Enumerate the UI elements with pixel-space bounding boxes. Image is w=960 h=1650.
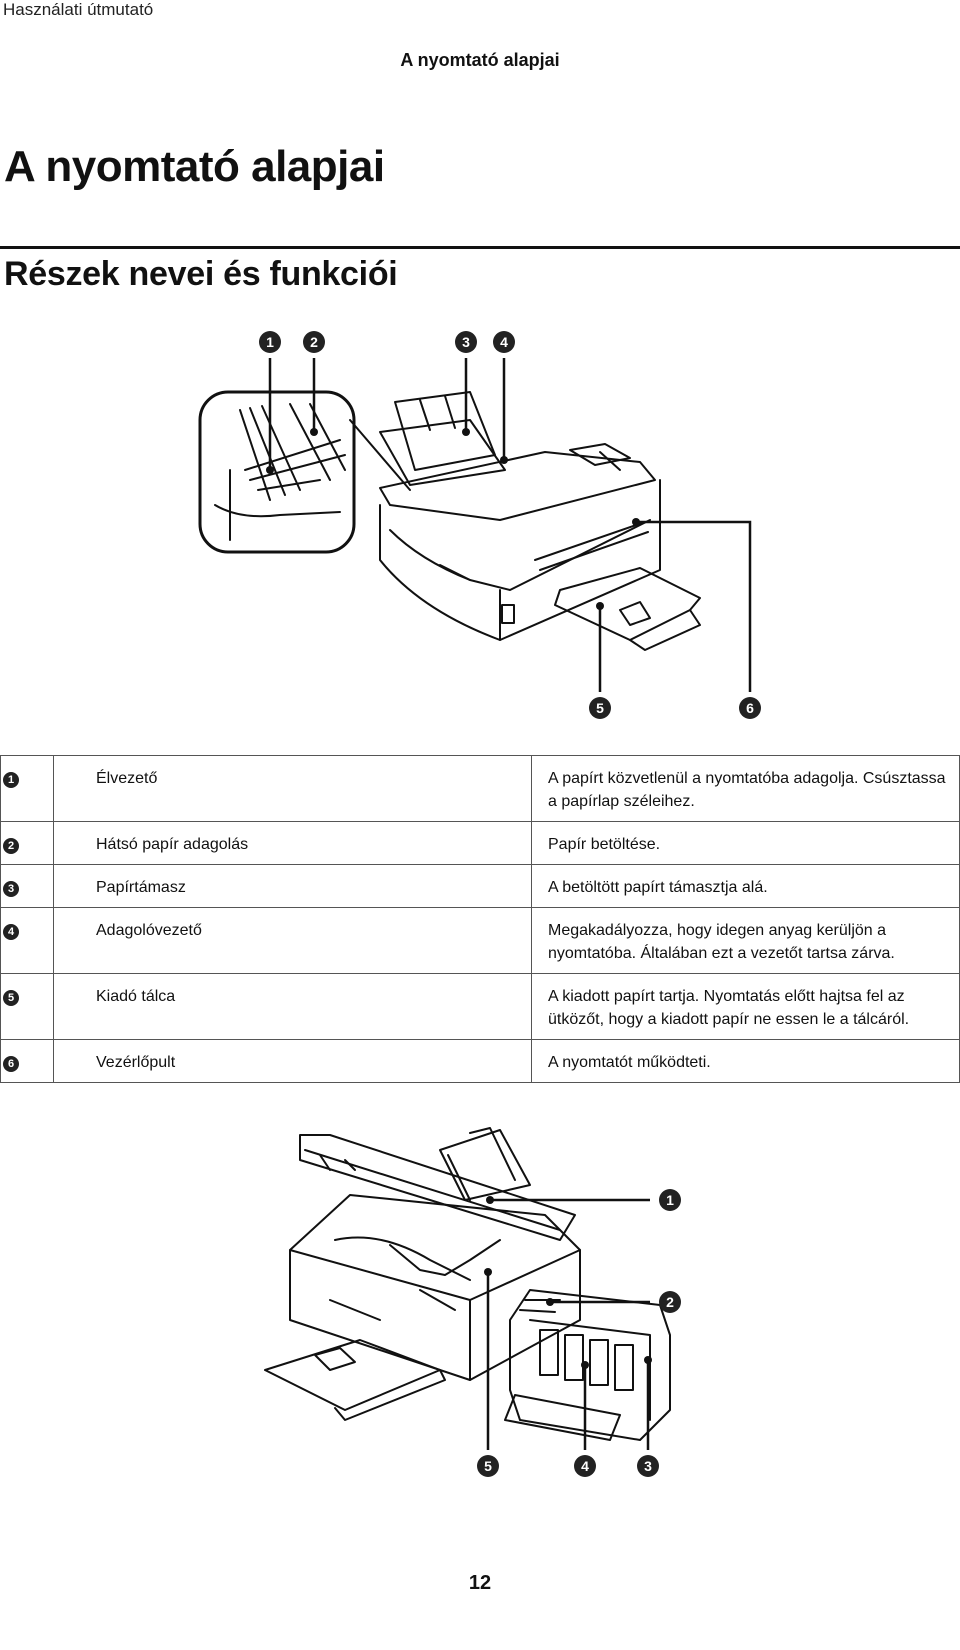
part-name: Hátsó papír adagolás — [53, 821, 532, 865]
callout-3: 3 — [637, 1455, 659, 1477]
table-row: 4 Adagolóvezető Megakadályozza, hogy ide… — [0, 907, 960, 974]
callout-1: 1 — [259, 331, 281, 353]
part-name: Adagolóvezető — [53, 907, 532, 974]
callout-2: 2 — [303, 331, 325, 353]
table-row: 1 Élvezető A papírt közvetlenül a nyomta… — [0, 755, 960, 822]
part-description: A papírt közvetlenül a nyomtatóba adagol… — [531, 755, 960, 822]
part-number: 5 — [3, 990, 19, 1006]
svg-text:6: 6 — [746, 700, 754, 716]
part-number: 3 — [3, 881, 19, 897]
part-number: 2 — [3, 838, 19, 854]
part-number: 4 — [3, 924, 19, 940]
table-row: 3 Papírtámasz A betöltött papírt támaszt… — [0, 864, 960, 908]
part-description: Papír betöltése. — [531, 821, 960, 865]
part-name: Papírtámasz — [53, 864, 532, 908]
parts-table: 1 Élvezető A papírt közvetlenül a nyomta… — [0, 755, 960, 1083]
part-name: Vezérlőpult — [53, 1039, 532, 1083]
document-title: Használati útmutató — [3, 0, 154, 19]
part-description: A nyomtatót működteti. — [531, 1039, 960, 1083]
subheading: Részek nevei és funkciói — [4, 255, 398, 293]
svg-text:4: 4 — [500, 334, 508, 350]
svg-text:5: 5 — [484, 1458, 492, 1474]
part-description: Megakadályozza, hogy idegen anyag kerülj… — [531, 907, 960, 974]
svg-text:3: 3 — [644, 1458, 652, 1474]
callout-5: 5 — [589, 697, 611, 719]
svg-text:3: 3 — [462, 334, 470, 350]
part-number: 1 — [3, 772, 19, 788]
svg-text:4: 4 — [581, 1458, 589, 1474]
svg-text:2: 2 — [666, 1294, 674, 1310]
svg-text:1: 1 — [666, 1192, 674, 1208]
table-row: 6 Vezérlőpult A nyomtatót működteti. — [0, 1039, 960, 1083]
part-name: Kiadó tálca — [53, 973, 532, 1040]
svg-text:2: 2 — [310, 334, 318, 350]
part-number: 6 — [3, 1056, 19, 1072]
heading-rule — [0, 246, 960, 249]
callout-1: 1 — [659, 1189, 681, 1211]
callout-3: 3 — [455, 331, 477, 353]
callout-5: 5 — [477, 1455, 499, 1477]
table-row: 2 Hátsó papír adagolás Papír betöltése. — [0, 821, 960, 865]
part-description: A betöltött papírt támasztja alá. — [531, 864, 960, 908]
printer-interior-illustration: 1 2 3 4 5 — [264, 1127, 681, 1477]
svg-text:1: 1 — [266, 334, 274, 350]
svg-text:5: 5 — [596, 700, 604, 716]
table-row: 5 Kiadó tálca A kiadott papírt tartja. N… — [0, 973, 960, 1040]
section-header: A nyomtató alapjai — [400, 50, 560, 70]
part-name: Élvezető — [53, 755, 532, 822]
page-heading: A nyomtató alapjai — [4, 142, 385, 191]
callout-4: 4 — [493, 331, 515, 353]
callout-6: 6 — [739, 697, 761, 719]
callout-2: 2 — [659, 1291, 681, 1313]
page-number: 12 — [468, 1572, 492, 1594]
printer-exterior-illustration: 1 2 3 4 5 6 — [198, 331, 761, 719]
callout-4: 4 — [574, 1455, 596, 1477]
part-description: A kiadott papírt tartja. Nyomtatás előtt… — [531, 973, 960, 1040]
